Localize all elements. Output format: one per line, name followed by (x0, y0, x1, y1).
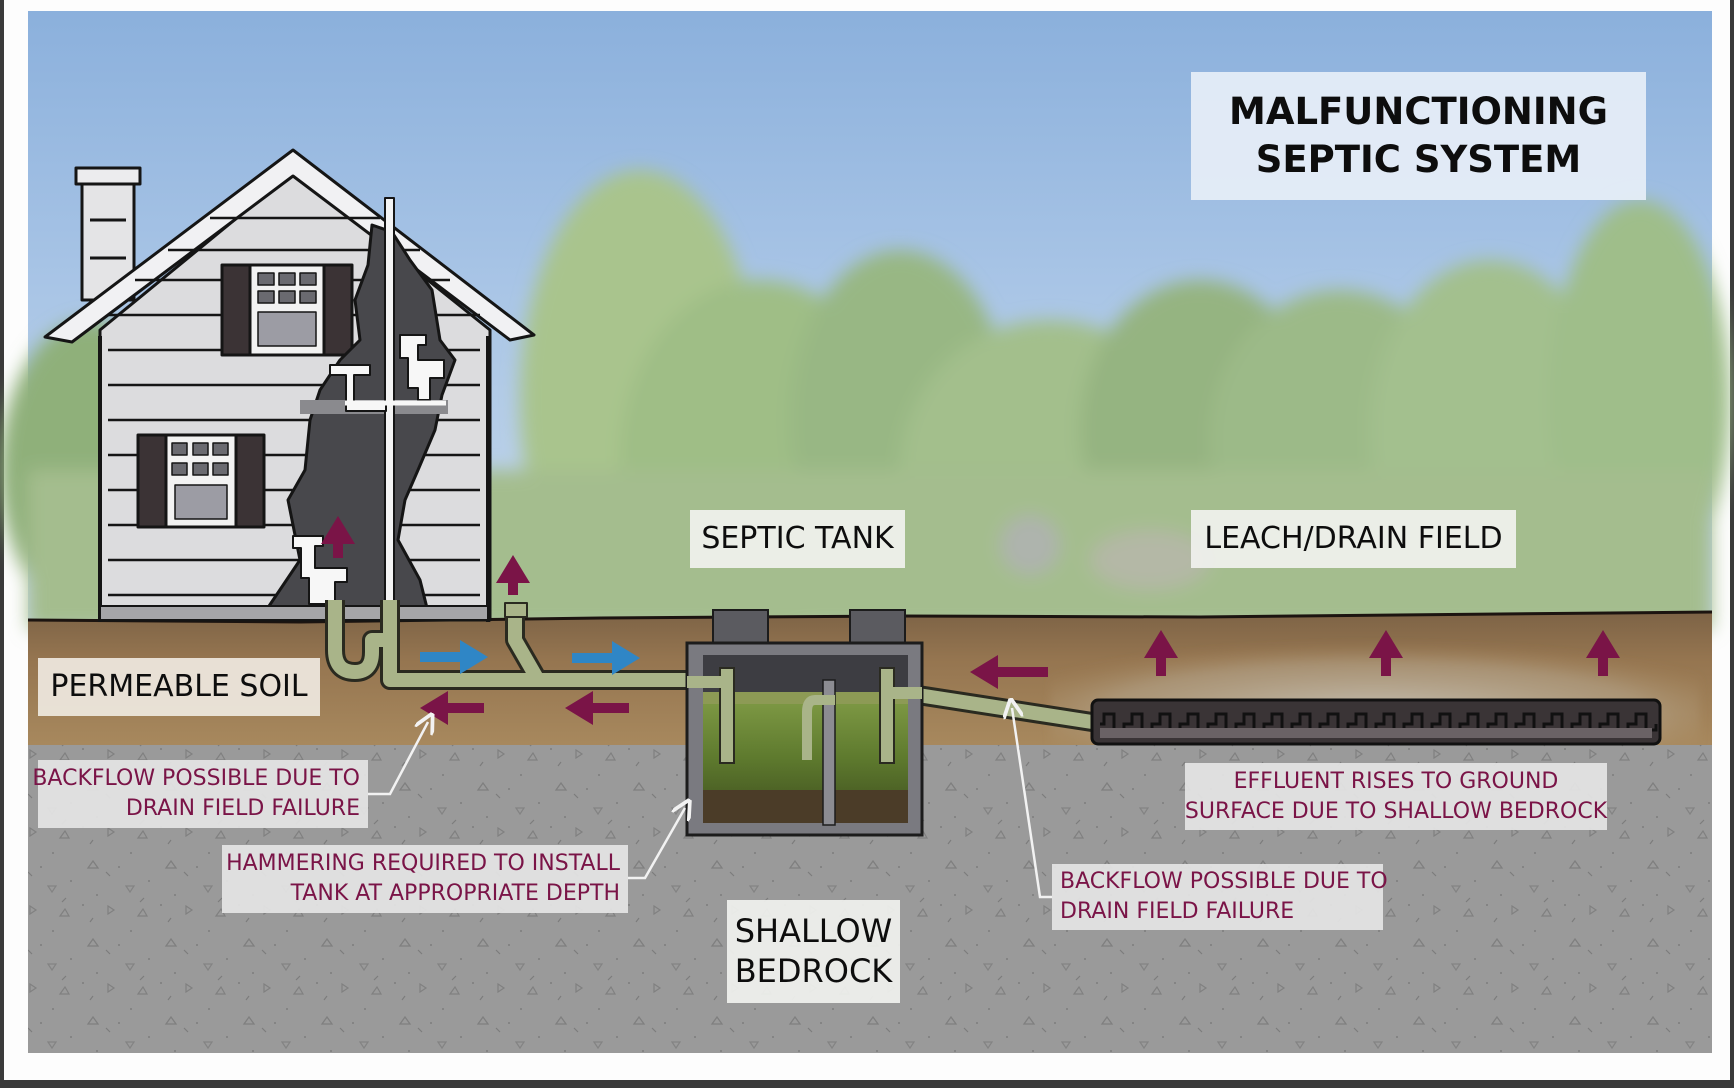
leader-hammering (628, 808, 685, 880)
label-permeable-soil-text: PERMEABLE SOIL (50, 668, 308, 704)
callout-effluent-rises: EFFLUENT RISES TO GROUND SURFACE DUE TO … (1185, 763, 1607, 830)
cleanout-cap (504, 602, 528, 618)
scum-layer (703, 692, 908, 704)
house (43, 148, 536, 623)
callout-hammering: HAMMERING REQUIRED TO INSTALL TANK AT AP… (222, 845, 628, 913)
arrow-up-icon (321, 516, 355, 558)
effluent-line-to-field (903, 686, 1094, 729)
leader-backflow-left (368, 722, 428, 796)
pipes (325, 600, 1094, 732)
arrow-up-icon (496, 555, 530, 595)
arrow-left-icon (420, 691, 484, 725)
upper-toilet (399, 334, 445, 401)
label-septic-tank: SEPTIC TANK (690, 510, 905, 568)
arrow-up-icon (1369, 630, 1403, 676)
arrow-right-icon (420, 640, 488, 674)
title-line-1: MALFUNCTIONING (1229, 89, 1608, 133)
sludge-layer (703, 790, 908, 823)
house-cutaway-interior (263, 223, 457, 614)
toilet-drain-trap (328, 600, 397, 679)
arrow-up-icon (1144, 630, 1178, 676)
callout-backflow-left-line-1: BACKFLOW POSSIBLE DUE TO (32, 766, 360, 792)
label-shallow-bedrock-line-2: BEDROCK (734, 951, 893, 990)
leader-backflow-right (1012, 708, 1052, 899)
leach-drain-field-pipe (1090, 698, 1662, 746)
label-permeable-soil: PERMEABLE SOIL (38, 658, 320, 716)
main-sewer-line (383, 600, 700, 687)
roof (43, 148, 536, 344)
callout-backflow-left-line-2: DRAIN FIELD FAILURE (125, 796, 360, 821)
ground-toilet (292, 535, 348, 605)
label-leach-field-text: LEACH/DRAIN FIELD (1204, 520, 1503, 556)
tank-baffle-wall (822, 679, 836, 826)
arrow-left-icon (565, 691, 629, 725)
callout-hammering-line-1: HAMMERING REQUIRED TO INSTALL (226, 851, 620, 877)
label-shallow-bedrock: SHALLOW BEDROCK (727, 900, 900, 1003)
callout-backflow-right: BACKFLOW POSSIBLE DUE TO DRAIN FIELD FAI… (1052, 864, 1388, 930)
tank-riser-outlet (849, 609, 906, 647)
outlet-tee (879, 667, 895, 764)
callout-backflow-right-line-2: DRAIN FIELD FAILURE (1060, 899, 1295, 924)
arrow-up-icon (1586, 630, 1620, 676)
label-leach-drain-field: LEACH/DRAIN FIELD (1191, 510, 1516, 568)
callout-backflow-right-line-1: BACKFLOW POSSIBLE DUE TO (1060, 869, 1388, 895)
tank-riser-inlet (712, 609, 769, 647)
arrow-right-icon (572, 641, 640, 675)
callout-backflow-left: BACKFLOW POSSIBLE DUE TO DRAIN FIELD FAI… (32, 760, 368, 828)
label-shallow-bedrock-line-1: SHALLOW (734, 912, 893, 951)
diagram-title: MALFUNCTIONING SEPTIC SYSTEM (1191, 72, 1646, 200)
callout-effluent-line-1: EFFLUENT RISES TO GROUND (1233, 768, 1559, 794)
cleanout-pipe (508, 610, 545, 684)
septic-tank (685, 609, 924, 837)
arrow-left-icon (970, 655, 1048, 689)
callout-hammering-line-2: TANK AT APPROPRIATE DEPTH (290, 881, 620, 906)
callout-leaders (368, 708, 1052, 899)
flow-arrows (321, 516, 1620, 725)
label-septic-tank-text: SEPTIC TANK (701, 520, 894, 556)
title-line-2: SEPTIC SYSTEM (1255, 138, 1582, 181)
callout-effluent-line-2: SURFACE DUE TO SHALLOW BEDROCK (1184, 798, 1608, 824)
inlet-tee (719, 667, 735, 764)
